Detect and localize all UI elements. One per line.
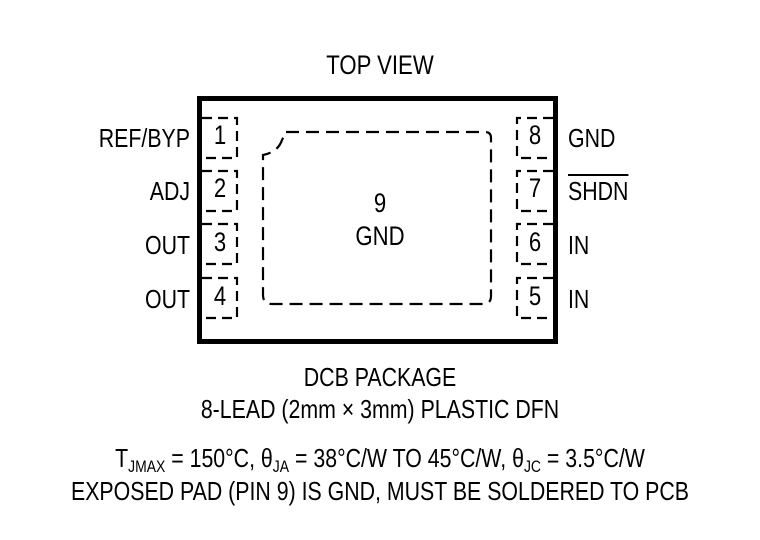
pin-number-6: 6	[528, 227, 542, 257]
package-description: 8-LEAD (2mm × 3mm) PLASTIC DFN	[200, 394, 560, 424]
pin-label-in-5: IN	[568, 284, 590, 314]
pin-number-4: 4	[213, 281, 227, 311]
package-body	[197, 96, 558, 344]
diagram-title: TOP VIEW	[326, 50, 434, 80]
exposed-pad-outline	[261, 130, 493, 306]
pin-label-adj: ADJ	[149, 176, 190, 206]
pin-number-3: 3	[213, 227, 227, 257]
exposed-pad-number: 9	[373, 188, 387, 218]
left-pin-pads	[202, 116, 239, 320]
exposed-pad-note: EXPOSED PAD (PIN 9) IS GND, MUST BE SOLD…	[70, 476, 690, 506]
pin-label-gnd: GND	[568, 123, 616, 153]
pin-number-7: 7	[528, 173, 542, 203]
pin-number-8: 8	[528, 120, 542, 150]
package-name: DCB PACKAGE	[303, 362, 457, 392]
pin-number-1: 1	[213, 120, 227, 150]
thermal-specs-note: TJMAX = 150°C, θJA = 38°C/W TO 45°C/W, θ…	[115, 443, 645, 476]
right-pin-pads	[515, 116, 553, 320]
pin-label-in-6: IN	[568, 230, 590, 260]
pin-number-5: 5	[528, 281, 542, 311]
pin-label-out-3: OUT	[144, 230, 190, 260]
pin-number-2: 2	[213, 173, 227, 203]
pin-label-out-4: OUT	[144, 284, 190, 314]
pin-label-ref-byp: REF/BYP	[98, 123, 190, 153]
exposed-pad-label: GND	[355, 221, 405, 251]
pin-label-shdn: SHDN	[568, 176, 629, 206]
